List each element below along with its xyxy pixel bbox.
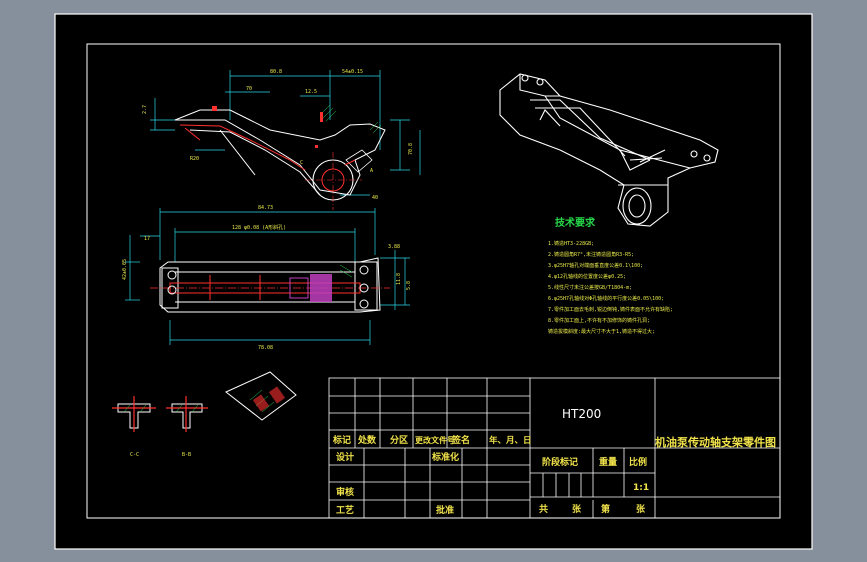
approve-label: 批准 — [436, 504, 454, 516]
tech-req-item: 7.零件加工面去毛刺,锐边倒钝,铸件表面不允许有缺陷; — [548, 306, 673, 313]
title-block — [328, 377, 781, 519]
scale-label: 比例 — [629, 456, 647, 468]
isometric-view — [499, 73, 719, 227]
section-label-b: B-B — [182, 452, 191, 458]
header-count: 处数 — [357, 434, 377, 446]
stage-mark-label: 阶段标记 — [542, 456, 578, 468]
section-label-c: C-C — [130, 452, 139, 458]
dim-top-a: 80.8 — [270, 69, 282, 75]
sheets-total-label: 共 — [539, 503, 548, 515]
dim-mid-f: 11.8 — [396, 273, 402, 285]
scale-value: 1:1 — [633, 483, 649, 493]
dim-top-c: 70 — [246, 86, 252, 92]
tech-req-item: 6.φ25H7孔轴线对Φ孔轴线的平行度公差0.05\100; — [548, 295, 664, 302]
process-label: 工艺 — [336, 504, 354, 516]
weight-label: 重量 — [599, 456, 617, 468]
dim-top-g: 40 — [372, 195, 378, 201]
tech-req-heading: 技术要求 — [555, 216, 596, 229]
tech-req-item: 5.线性尺寸未注公差按GB/T1804-m; — [548, 284, 632, 291]
plan-view: 84.73 128 φ0.08 (A形斜孔) 17 42±0.05 3.88 1… — [122, 205, 412, 351]
dim-top-f: 12.5 — [305, 89, 317, 95]
dim-mid-g: 5.8 — [406, 281, 412, 290]
tech-req-item: 2.铸造圆角R7°,未注铸造圆角R3-R5; — [548, 251, 634, 258]
sheets-label: 张 — [572, 503, 582, 515]
drawing-title: 机油泵传动轴支架零件图 — [655, 435, 776, 449]
header-change-doc: 更改文件号 — [415, 435, 455, 445]
dim-mid-c: 17 — [144, 236, 150, 242]
dim-top-d: 2.7 — [142, 105, 148, 114]
dim-mid-e: 3.88 — [388, 244, 400, 250]
review-label: 审核 — [336, 486, 354, 498]
sheet-unit-label: 张 — [636, 503, 646, 515]
dim-mid-a: 84.73 — [258, 205, 273, 211]
header-sign: 签名 — [451, 434, 470, 446]
sheet-no-label: 第 — [601, 503, 610, 515]
header-mark: 标记 — [332, 434, 351, 446]
section-views: C-C B-B — [112, 371, 297, 458]
dim-mid-h: 78.08 — [258, 345, 273, 351]
dim-top-h: 70.8 — [408, 143, 414, 155]
tech-req-item: 3.φ25H7轴孔对端面垂直度公差0.1\100; — [548, 262, 643, 269]
section-mark-a: A — [370, 168, 373, 174]
outer-frame — [54, 13, 813, 550]
tech-req-item: 8.零件加工面上,不许有不加修饰的铸件孔洞; — [548, 317, 650, 324]
tech-req-item: 1.铸造HT3-228GB; — [548, 240, 594, 247]
dim-mid-d: 42±0.05 — [122, 259, 128, 280]
dim-top-b: 54±0.15 — [342, 69, 363, 75]
design-label: 设计 — [336, 451, 354, 463]
tech-req-item: 4.φ12孔轴线的位置度公差φ0.25; — [548, 273, 626, 280]
section-mark-c: C — [300, 160, 303, 166]
technical-requirements: 技术要求 1.铸造HT3-228GB; 2.铸造圆角R7°,未注铸造圆角R3-R… — [548, 216, 673, 335]
dim-top-e: R20 — [190, 156, 199, 162]
header-date: 年、月、日 — [489, 435, 532, 446]
dim-mid-b: 128 φ0.08 (A形斜孔) — [232, 224, 286, 231]
header-zone: 分区 — [390, 434, 408, 446]
tech-req-item: 铸造拔模斜度:最大尺寸不大于1,铸造不得过大; — [548, 328, 655, 335]
material-label: HT200 — [562, 407, 601, 421]
standardize-label: 标准化 — [431, 451, 459, 463]
title-block-text: HT200 机油泵传动轴支架零件图 标记 处数 分区 更改文件号 签名 年、月、… — [332, 407, 776, 516]
top-view: 80.8 54±0.15 70 2.7 R20 12.5 40 70.8 A C — [142, 69, 421, 210]
